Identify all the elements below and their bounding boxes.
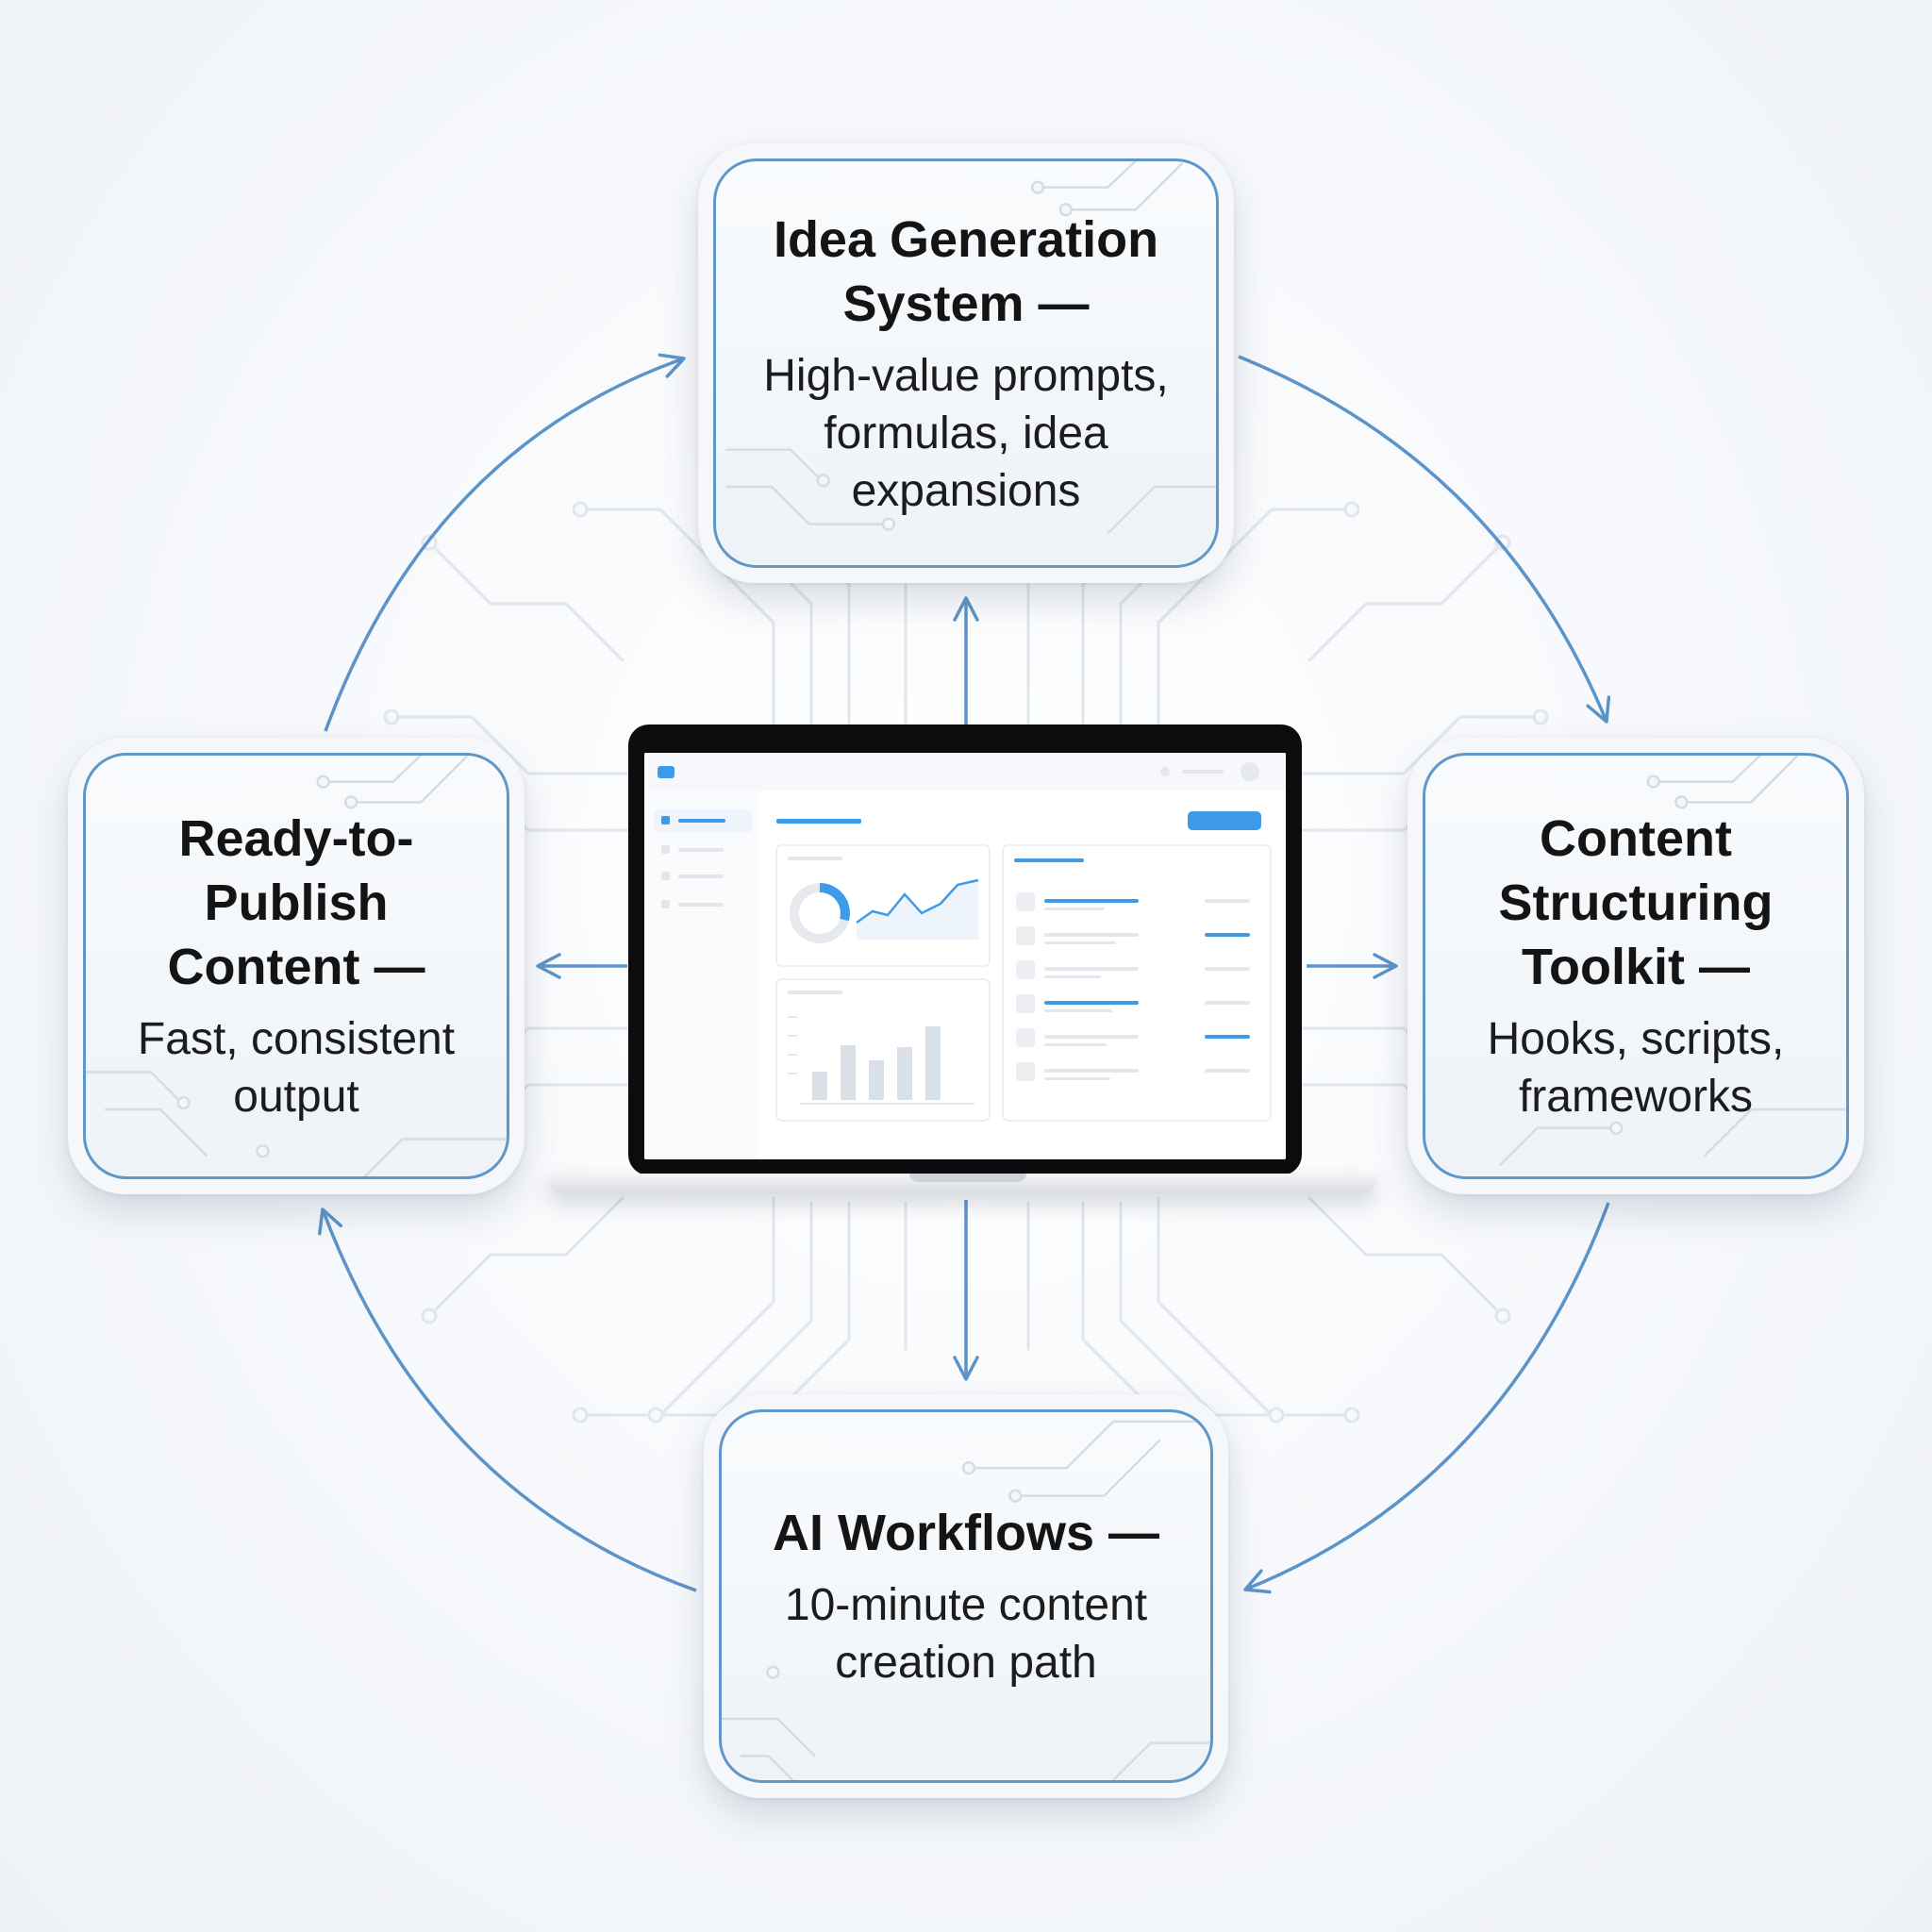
dashboard-mockup [644,753,1286,1159]
dashboard-primary-button [1188,811,1261,830]
card-circuit-decoration [724,161,1216,535]
edge-workflows-to-publish [318,1208,697,1592]
node-description: High-value prompts, formulas, idea expan… [763,350,1169,516]
card-circuit-decoration [1499,756,1846,1167]
node-idea-generation: Idea Generation System — High-value prom… [698,143,1234,583]
laptop-notch [909,1174,1026,1182]
node-content-structuring: Content Structuring Toolkit — Hooks, scr… [1407,738,1864,1194]
node-title: Idea Generation System — [773,210,1159,332]
laptop-dashboard-icon [644,753,1286,1159]
node-title: Ready-to- Publish Content — [167,810,425,995]
edge-publish-to-idea [324,353,686,732]
node-title: AI Workflows — [772,1505,1160,1561]
edge-structuring-to-workflows [1243,1202,1610,1594]
node-description: 10-minute content creation path [784,1580,1148,1688]
card-circuit-decoration [722,1420,1210,1780]
laptop-base [547,1174,1377,1194]
node-description: Hooks, scripts, frameworks [1487,1014,1785,1122]
node-title: Content Structuring Toolkit — [1498,810,1774,995]
node-ai-workflows: AI Workflows — 10-minute content creatio… [704,1394,1228,1798]
node-ready-to-publish: Ready-to- Publish Content — Fast, consis… [68,738,525,1194]
app-logo-icon [658,766,675,778]
node-description: Fast, consistent output [137,1014,456,1122]
center-laptop [547,724,1377,1206]
edge-idea-to-structuring [1238,355,1611,724]
card-circuit-decoration [86,756,507,1176]
